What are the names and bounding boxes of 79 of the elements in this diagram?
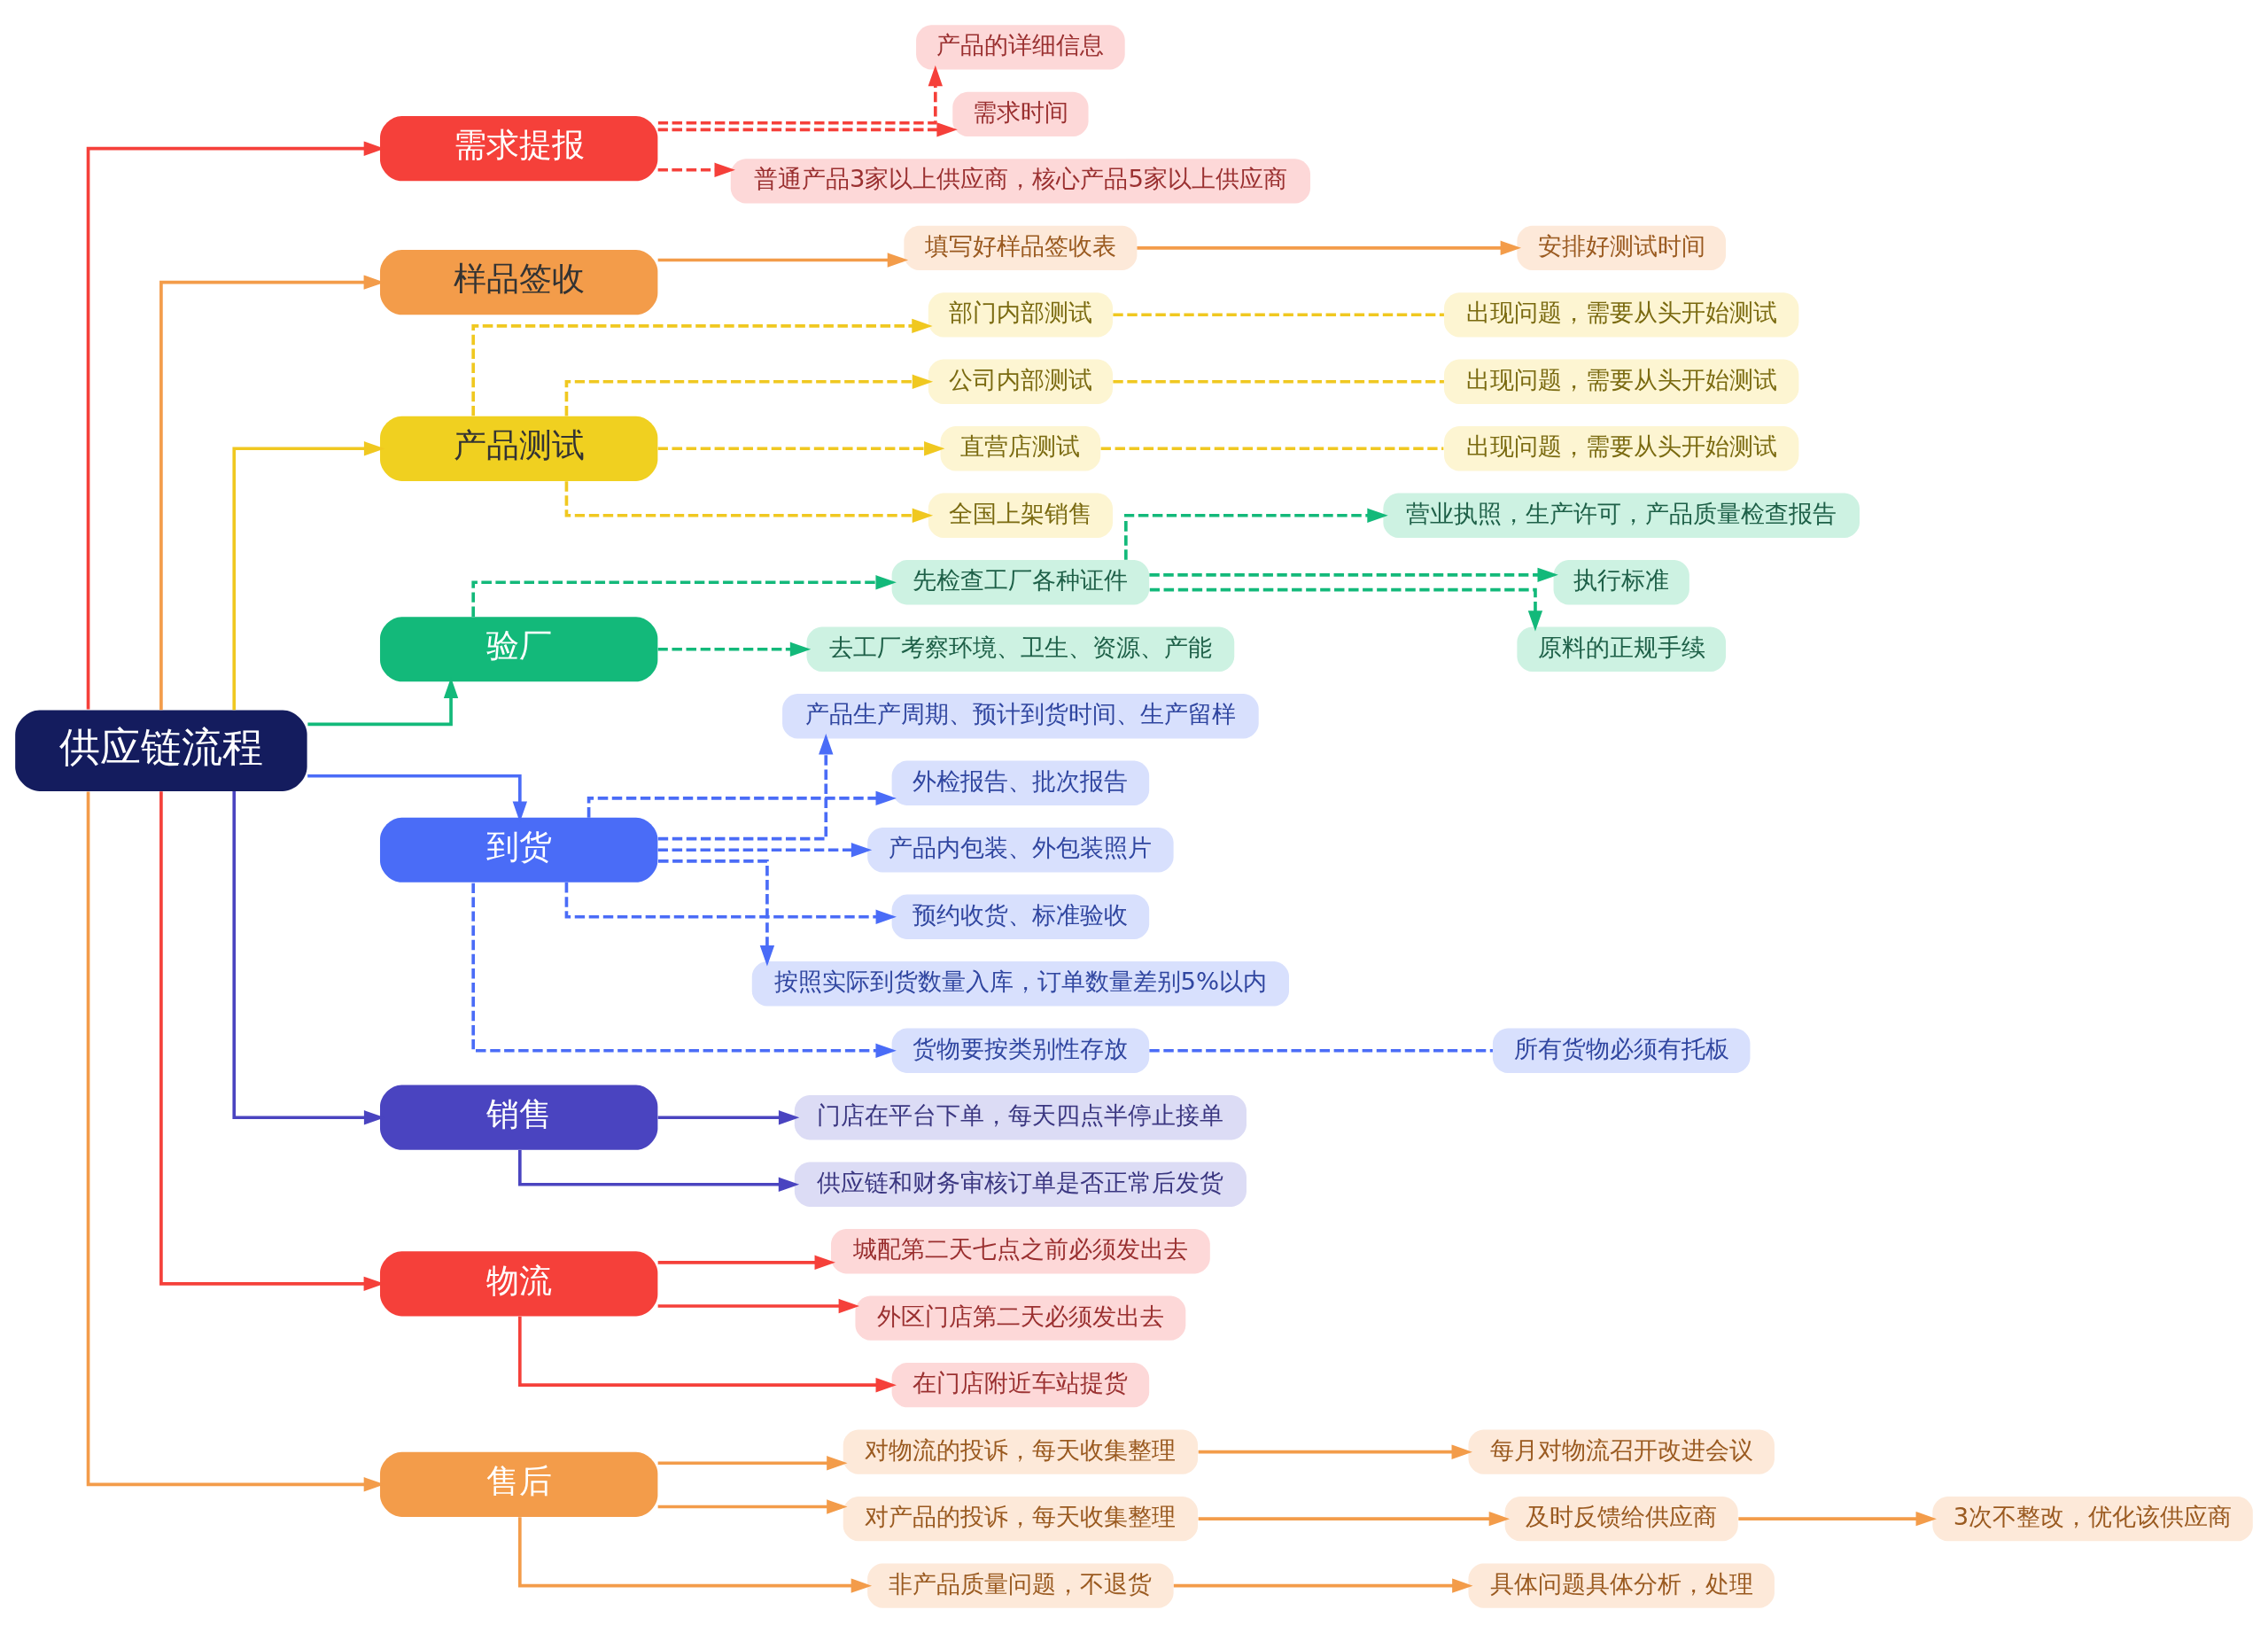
node-box: 需求提报	[379, 116, 658, 182]
node-box: 非产品质量问题，不退货	[867, 1563, 1174, 1608]
node-box: 产品内包装、外包装照片	[867, 828, 1174, 873]
node-box: 普通产品3家以上供应商，核心产品5家以上供应商	[730, 159, 1311, 204]
arrow	[1149, 567, 1558, 583]
arrow	[1198, 1512, 1511, 1527]
arrow	[518, 1316, 897, 1393]
node-box: 销售	[379, 1085, 658, 1150]
arrow	[657, 843, 873, 858]
arrow	[1149, 587, 1543, 632]
node-box: 及时反馈给供应商	[1504, 1497, 1738, 1542]
arrow	[657, 1456, 848, 1471]
node-box: 产品的详细信息	[916, 25, 1125, 70]
arrow	[657, 1499, 848, 1514]
connector	[1113, 379, 1444, 384]
arrow	[1173, 1578, 1473, 1593]
node-box: 每月对物流召开改进会议	[1468, 1429, 1775, 1474]
node-box: 物流	[379, 1251, 658, 1317]
node-box: 营业执照，生产许可，产品质量检查报告	[1383, 493, 1860, 538]
arrow	[1137, 240, 1521, 255]
arrow	[657, 162, 735, 177]
arrow	[518, 1150, 800, 1192]
node-box: 产品测试	[379, 416, 658, 481]
arrow	[159, 275, 384, 711]
node-box: 出现问题，需要从头开始测试	[1444, 359, 1799, 404]
node-box: 到货	[379, 817, 658, 883]
arrow	[1198, 1444, 1472, 1459]
node-box: 需求时间	[952, 91, 1089, 136]
node-box: 外区门店第二天必须发出去	[855, 1295, 1186, 1341]
node-box: 验厂	[379, 617, 658, 682]
node-box: 门店在平台下单，每天四点半停止接单	[794, 1095, 1247, 1140]
node-box: 外检报告、批次报告	[891, 760, 1150, 805]
node-box: 部门内部测试	[928, 292, 1113, 338]
node-box: 供应链流程	[15, 710, 307, 791]
node-box: 供应链和财务审核订单是否正常后发货	[794, 1162, 1247, 1207]
arrow	[657, 253, 909, 268]
arrow	[471, 318, 933, 416]
node-box: 公司内部测试	[928, 359, 1113, 404]
node-box: 去工厂考察环境、卫生、资源、产能	[806, 626, 1235, 672]
node-box: 货物要按类别性存放	[891, 1028, 1150, 1073]
arrow	[657, 65, 943, 125]
node-box: 所有货物必须有托板	[1492, 1028, 1751, 1073]
arrow	[1124, 508, 1388, 560]
arrow	[232, 441, 385, 711]
node-box: 产品生产周期、预计到货时间、生产留样	[782, 694, 1259, 739]
node-box: 售后	[379, 1451, 658, 1517]
connector	[1113, 313, 1444, 317]
node-box: 预约收货、标准验收	[891, 894, 1150, 939]
node-box: 先检查工厂各种证件	[891, 560, 1150, 605]
node-box: 全国上架销售	[928, 493, 1113, 538]
arrow	[657, 122, 958, 137]
arrow	[657, 1298, 859, 1314]
node-box: 直营店测试	[940, 426, 1101, 471]
connector	[1149, 1048, 1493, 1053]
node-box: 按照实际到货数量入库，订单数量差别5%以内	[751, 961, 1289, 1007]
arrow	[1738, 1512, 1937, 1527]
node-box: 对产品的投诉，每天收集整理	[843, 1497, 1199, 1542]
arrow	[658, 859, 775, 967]
arrow	[86, 141, 385, 710]
arrow	[657, 1110, 800, 1125]
node-box: 填写好样品签收表	[904, 225, 1138, 270]
arrow	[471, 883, 897, 1058]
arrow	[657, 642, 812, 657]
node-box: 出现问题，需要从头开始测试	[1444, 426, 1799, 471]
node-box: 执行标准	[1553, 560, 1689, 605]
arrow	[657, 441, 945, 456]
node-box: 对物流的投诉，每天收集整理	[843, 1429, 1199, 1474]
node-box: 具体问题具体分析，处理	[1468, 1563, 1775, 1608]
node-box: 3次不整改，优化该供应商	[1932, 1497, 2253, 1542]
node-box: 出现问题，需要从头开始测试	[1444, 292, 1799, 338]
arrow	[657, 1255, 835, 1270]
node-box: 城配第二天七点之前必须发出去	[831, 1229, 1210, 1274]
node-box: 安排好测试时间	[1517, 225, 1726, 270]
arrow	[518, 1517, 873, 1593]
node-box: 原料的正规手续	[1517, 626, 1726, 672]
connector	[1100, 447, 1444, 451]
node-box: 样品签收	[379, 250, 658, 315]
arrow	[657, 734, 834, 841]
node-box: 在门店附近车站提货	[891, 1363, 1150, 1408]
